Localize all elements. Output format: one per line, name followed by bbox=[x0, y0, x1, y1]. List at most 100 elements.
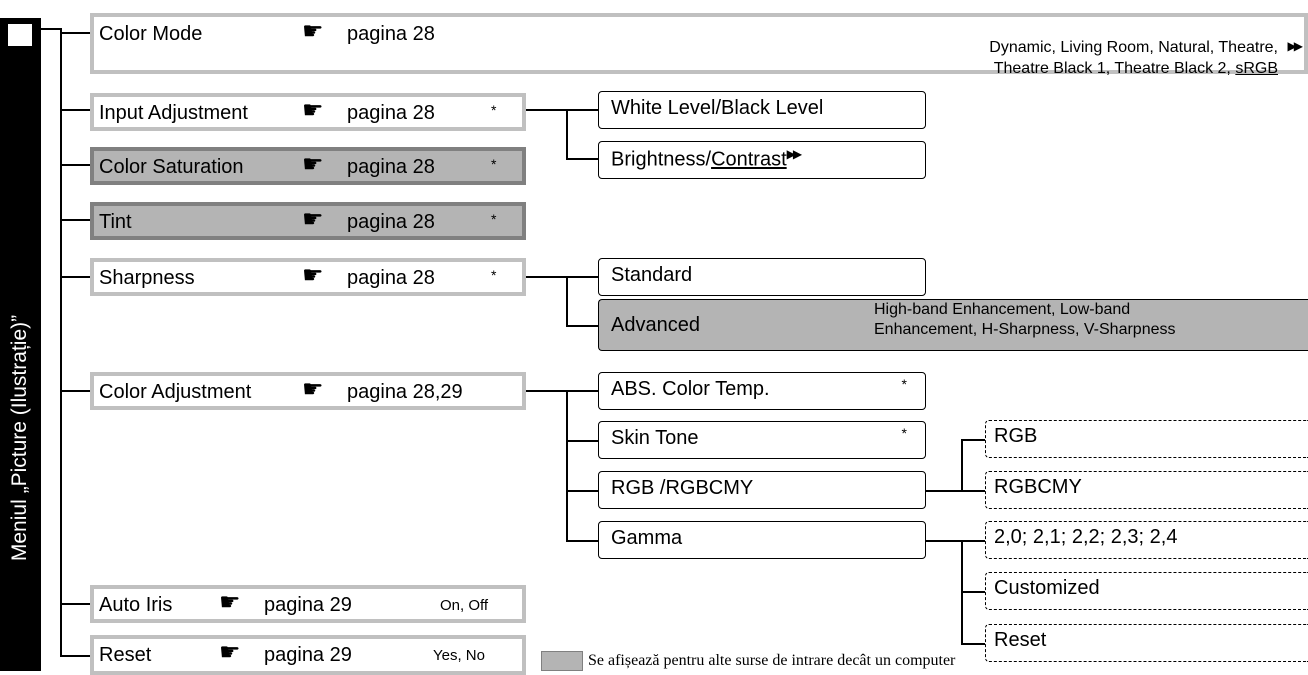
options-text: Theatre Black 1, Theatre Black 2, bbox=[993, 60, 1236, 77]
options-line: Theatre Black 1, Theatre Black 2, sRGB bbox=[989, 58, 1278, 79]
connector bbox=[566, 390, 598, 392]
menu-item-sharpness[interactable]: Sharpness ☛ pagina 28 * bbox=[90, 258, 526, 296]
submenu-advanced[interactable]: Advanced bbox=[598, 299, 1308, 351]
asterisk-mark: * bbox=[491, 211, 497, 227]
menu-item-tint[interactable]: Tint ☛ pagina 28 * bbox=[90, 202, 526, 240]
connector bbox=[961, 643, 985, 645]
connector bbox=[60, 219, 92, 221]
menu-item-color-adjustment[interactable]: Color Adjustment ☛ pagina 28,29 bbox=[90, 372, 526, 410]
connector bbox=[926, 490, 962, 492]
menu-item-label: Reset bbox=[99, 644, 152, 666]
page-reference: pagina 29 bbox=[264, 644, 352, 666]
asterisk-mark: * bbox=[491, 156, 497, 172]
submenu-brightness-contrast[interactable]: Brightness/Contrast▶▶ bbox=[598, 141, 926, 179]
options-line: High-band Enhancement, Low-band bbox=[874, 301, 1131, 318]
page-reference: pagina 28 bbox=[347, 156, 435, 178]
options-line: Enhancement, H-Sharpness, V-Sharpness bbox=[874, 321, 1176, 338]
connector bbox=[961, 439, 985, 441]
menu-item-label: Color Adjustment bbox=[99, 381, 252, 403]
option-rgbcmy[interactable]: RGBCMY bbox=[985, 471, 1308, 509]
connector bbox=[566, 325, 598, 327]
asterisk-mark: * bbox=[491, 102, 497, 118]
connector bbox=[60, 164, 92, 166]
asterisk-mark: * bbox=[491, 267, 497, 283]
hand-pointer-icon: ☛ bbox=[219, 639, 241, 666]
menu-item-color-saturation[interactable]: Color Saturation ☛ pagina 28 * bbox=[90, 147, 526, 185]
menu-item-input-adjustment[interactable]: Input Adjustment ☛ pagina 28 * bbox=[90, 93, 526, 131]
asterisk-mark: * bbox=[901, 425, 907, 441]
contrast-link[interactable]: Contrast bbox=[711, 148, 787, 171]
connector bbox=[961, 490, 985, 492]
connector bbox=[961, 540, 985, 542]
connector bbox=[525, 109, 567, 111]
connector bbox=[566, 109, 568, 159]
page-reference: pagina 28,29 bbox=[347, 381, 463, 403]
connector bbox=[566, 158, 598, 160]
hand-pointer-icon: ☛ bbox=[302, 376, 324, 403]
submenu-label: Standard bbox=[611, 264, 693, 286]
page-reference: pagina 28 bbox=[347, 102, 435, 124]
connector bbox=[60, 603, 92, 605]
menu-item-label: Color Mode bbox=[99, 23, 203, 45]
connector bbox=[566, 540, 598, 542]
submenu-label: Skin Tone bbox=[611, 427, 699, 449]
submenu-label-text: Brightness/ bbox=[611, 148, 712, 171]
submenu-standard[interactable]: Standard bbox=[598, 258, 926, 296]
connector bbox=[60, 276, 92, 278]
connector bbox=[566, 440, 598, 442]
hand-pointer-icon: ☛ bbox=[219, 589, 241, 616]
submenu-rgb-rgbcmy[interactable]: RGB /RGBCMY bbox=[598, 471, 926, 509]
menu-item-label: Color Saturation bbox=[99, 156, 244, 178]
connector bbox=[566, 276, 598, 278]
connector bbox=[566, 390, 568, 541]
options-line: Dynamic, Living Room, Natural, Theatre, bbox=[989, 39, 1278, 56]
hand-pointer-icon: ☛ bbox=[302, 97, 324, 124]
menu-item-auto-iris[interactable]: Auto Iris ☛ pagina 29 On, Off bbox=[90, 585, 526, 623]
menu-item-label: Sharpness bbox=[99, 267, 195, 289]
page-reference: pagina 28 bbox=[347, 23, 435, 45]
connector bbox=[525, 276, 567, 278]
option-customized[interactable]: Customized bbox=[985, 572, 1308, 610]
double-arrow-icon: ▶▶ bbox=[786, 147, 803, 161]
color-mode-options: Dynamic, Living Room, Natural, Theatre, … bbox=[989, 37, 1278, 79]
menu-item-label: Auto Iris bbox=[99, 594, 173, 616]
submenu-skin-tone[interactable]: Skin Tone * bbox=[598, 421, 926, 459]
connector bbox=[961, 439, 963, 491]
legend-text: Se afișează pentru alte surse de intrare… bbox=[588, 652, 956, 669]
page-reference: pagina 28 bbox=[347, 267, 435, 289]
submenu-label: Gamma bbox=[611, 527, 683, 549]
submenu-label: White Level/Black Level bbox=[611, 97, 824, 119]
submenu-label: Brightness/Contrast▶▶ bbox=[611, 147, 803, 172]
legend-swatch bbox=[541, 651, 583, 671]
connector bbox=[41, 28, 61, 30]
option-label: Reset bbox=[994, 629, 1047, 651]
hand-pointer-icon: ☛ bbox=[302, 206, 324, 233]
option-rgb[interactable]: RGB bbox=[985, 420, 1308, 458]
menu-item-color-mode[interactable]: Color Mode ☛ pagina 28 Dynamic, Living R… bbox=[90, 13, 1308, 77]
submenu-gamma[interactable]: Gamma bbox=[598, 521, 926, 559]
connector bbox=[60, 28, 62, 657]
srgb-link[interactable]: sRGB bbox=[1235, 60, 1278, 77]
submenu-white-black-level[interactable]: White Level/Black Level bbox=[598, 91, 926, 129]
connector bbox=[566, 276, 568, 326]
connector bbox=[961, 591, 985, 593]
connector bbox=[525, 390, 567, 392]
menu-item-label: Input Adjustment bbox=[99, 102, 248, 124]
submenu-abs-color-temp[interactable]: ABS. Color Temp. * bbox=[598, 372, 926, 410]
submenu-label: RGB /RGBCMY bbox=[611, 477, 754, 499]
connector bbox=[60, 390, 92, 392]
sidebar: Meniul „Picture (Ilustrație)” bbox=[0, 18, 41, 671]
connector bbox=[566, 490, 598, 492]
menu-item-reset[interactable]: Reset ☛ pagina 29 Yes, No bbox=[90, 635, 526, 675]
connector bbox=[60, 655, 92, 657]
double-arrow-icon: ▶▶ bbox=[1287, 39, 1304, 53]
sidebar-title: Meniul „Picture (Ilustrație)” bbox=[8, 314, 31, 562]
option-gamma-values[interactable]: 2,0; 2,1; 2,2; 2,3; 2,4 bbox=[985, 521, 1308, 559]
page-reference: pagina 28 bbox=[347, 211, 435, 233]
option-label: RGBCMY bbox=[994, 476, 1082, 498]
auto-iris-options: On, Off bbox=[440, 597, 489, 614]
hand-pointer-icon: ☛ bbox=[302, 18, 324, 45]
option-reset[interactable]: Reset bbox=[985, 624, 1308, 662]
connector bbox=[60, 109, 92, 111]
submenu-label: ABS. Color Temp. bbox=[611, 378, 770, 400]
